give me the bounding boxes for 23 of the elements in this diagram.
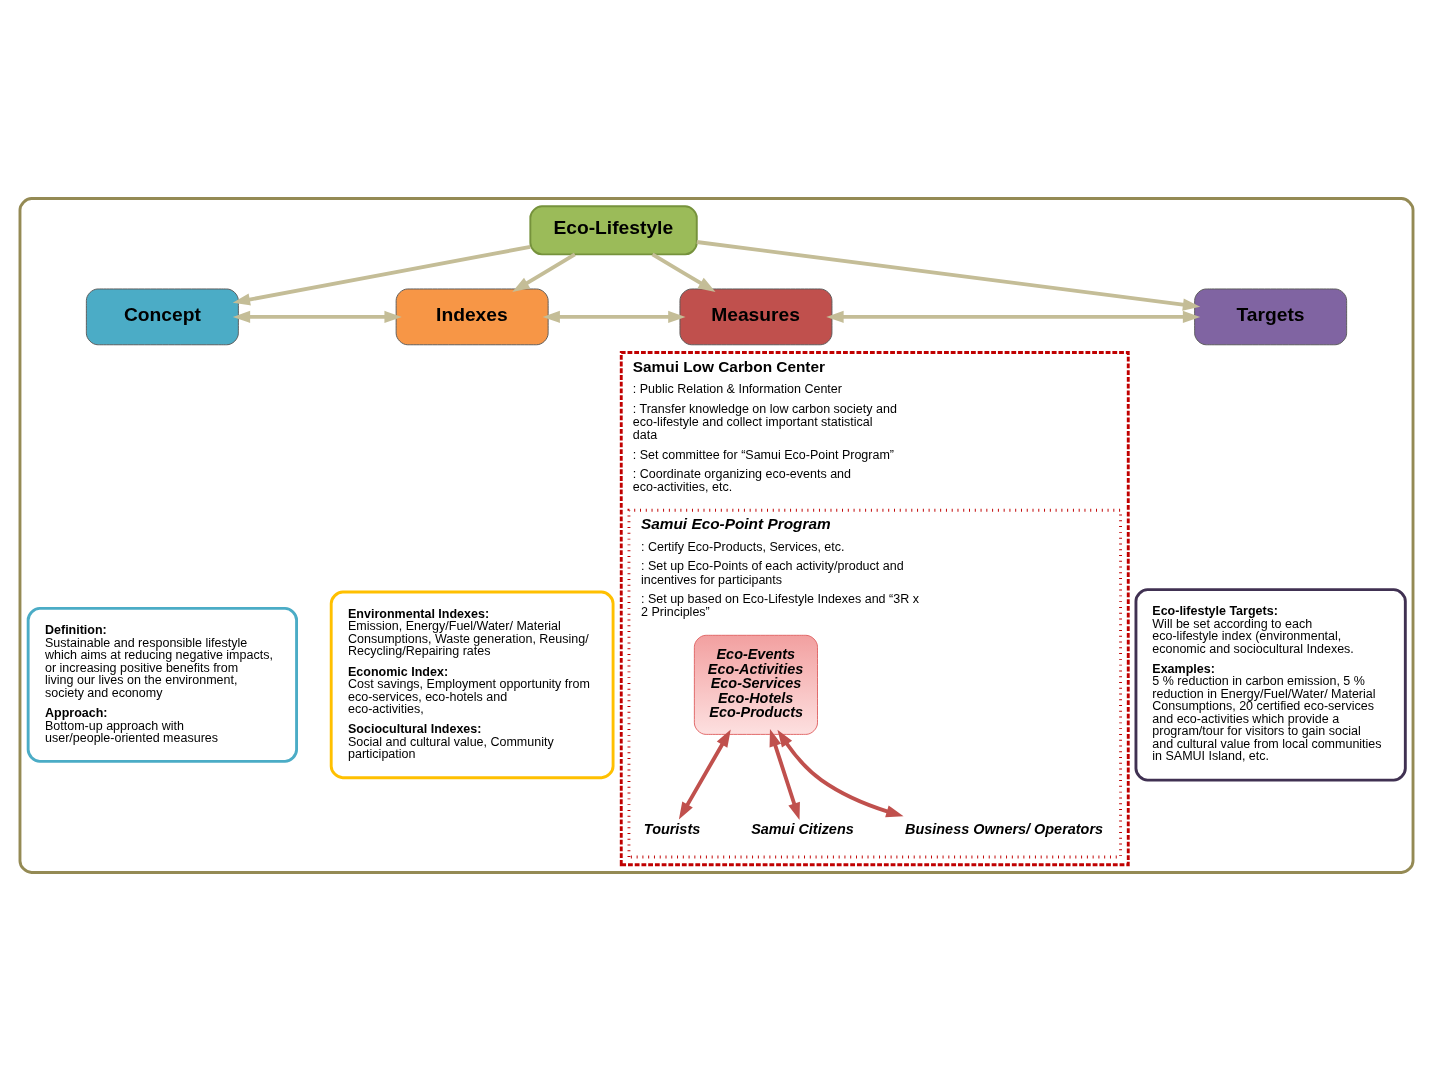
node-box: Definition: Sustainable and responsible lifestyle which aims at reducing negative impacts, or increasing positive benefits from living our lives on the environment, society and economy Approach: Bottom-up approach with user/people-oriented measures [26, 606, 298, 763]
arrow [777, 729, 904, 817]
arrow [512, 252, 576, 292]
arrow [696, 239, 1201, 311]
node-box: Eco-Lifestyle [529, 204, 698, 255]
node-box: Environmental Indexes: Emission, Energy/Fuel/Water/ Material Consumptions, Waste generation, Reusing/ Recycling/Repairing rates Economic Index: Cost savings, Employment opportunity from eco-services, eco-hotels and eco-activities, Sociocultural Indexes: Social and cultural value, Community participation [329, 590, 615, 779]
node-box: Eco-Events Eco-Activities Eco-Services Eco-Hotels Eco-Products [693, 634, 818, 735]
node-text: Business Owners/ Operators [905, 820, 1104, 837]
node-text: Tourists [643, 820, 701, 837]
arrow [769, 728, 800, 820]
node-box: Targets [1194, 288, 1348, 345]
arrow [232, 244, 531, 305]
node-box: Concept [85, 288, 239, 345]
node-text: Samui Citizens [751, 820, 854, 837]
node-box: Eco-lifestyle Targets: Will be set according to each eco-lifestyle index (environmental, economic and sociocultural Indexes. Examples: 5 % reduction in carbon emission, 5 % reduction in Energy/Fuel/Water/ Material Consumptions, 20 certified eco-services and eco-activities which provide a program/tour for visitors to gain social and cultural value from local communities in SAMUI Island, etc. [1134, 587, 1407, 782]
arrow [232, 310, 402, 323]
arrow [826, 310, 1201, 323]
node-box: Measures [679, 288, 833, 345]
arrow [678, 729, 731, 820]
cluster [18, 196, 1415, 874]
arrow [651, 252, 716, 292]
arrow [542, 310, 686, 323]
node-box: Indexes [395, 288, 549, 345]
